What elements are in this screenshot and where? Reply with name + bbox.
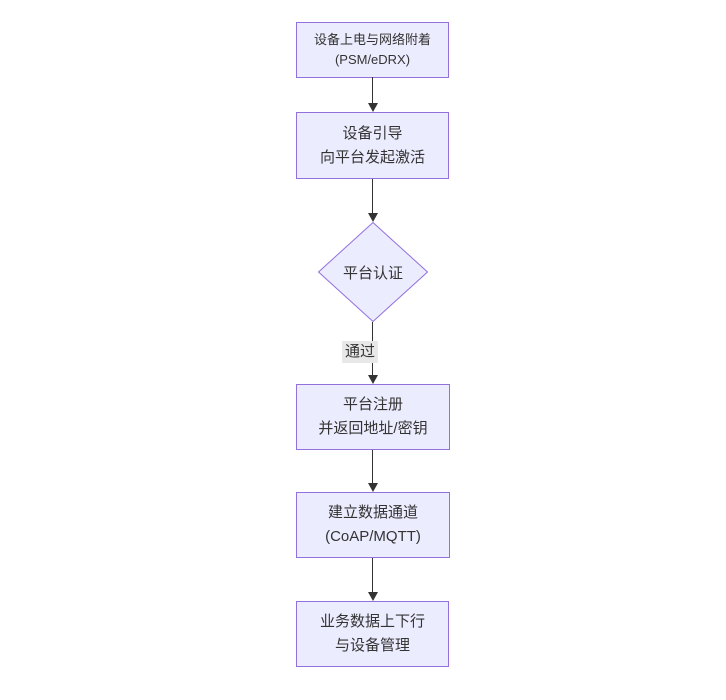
arrow-down-icon xyxy=(368,592,378,601)
node-label-line: 与设备管理 xyxy=(334,637,410,654)
node-platform-register: 平台注册 并返回地址/密钥 xyxy=(296,384,450,450)
node-label-line: 设备上电与网络附着 xyxy=(313,32,431,47)
arrow-down-icon xyxy=(368,483,378,492)
node-label-line: 业务数据上下行 xyxy=(319,613,425,630)
flow-edge xyxy=(372,558,373,593)
diamond-shape-icon xyxy=(318,222,428,322)
node-power-attach: 设备上电与网络附着 (PSM/eDRX) xyxy=(296,22,449,78)
node-data-channel: 建立数据通道 (CoAP/MQTT) xyxy=(296,492,450,558)
node-label-line: (PSM/eDRX) xyxy=(334,52,411,67)
arrow-down-icon xyxy=(368,213,378,222)
edge-label-pass: 通过 xyxy=(342,341,379,363)
arrow-down-icon xyxy=(368,375,378,384)
decision-label: 平台认证 xyxy=(342,264,403,282)
node-label-line: 并返回地址/密钥 xyxy=(318,420,428,437)
node-label-line: 建立数据通道 xyxy=(327,504,418,521)
node-label-line: (CoAP/MQTT) xyxy=(325,528,421,545)
arrow-down-icon xyxy=(368,103,378,112)
node-label-line: 设备引导 xyxy=(342,124,403,142)
flow-edge xyxy=(372,179,373,214)
node-label-line: 向平台发起激活 xyxy=(319,148,425,166)
flow-edge xyxy=(372,77,373,104)
flow-edge xyxy=(372,450,373,484)
node-label-line: 平台注册 xyxy=(342,396,403,413)
node-business-data: 业务数据上下行 与设备管理 xyxy=(296,601,449,667)
decision-platform-auth: 平台认证 xyxy=(318,222,428,322)
node-bootstrap: 设备引导 向平台发起激活 xyxy=(296,112,449,179)
